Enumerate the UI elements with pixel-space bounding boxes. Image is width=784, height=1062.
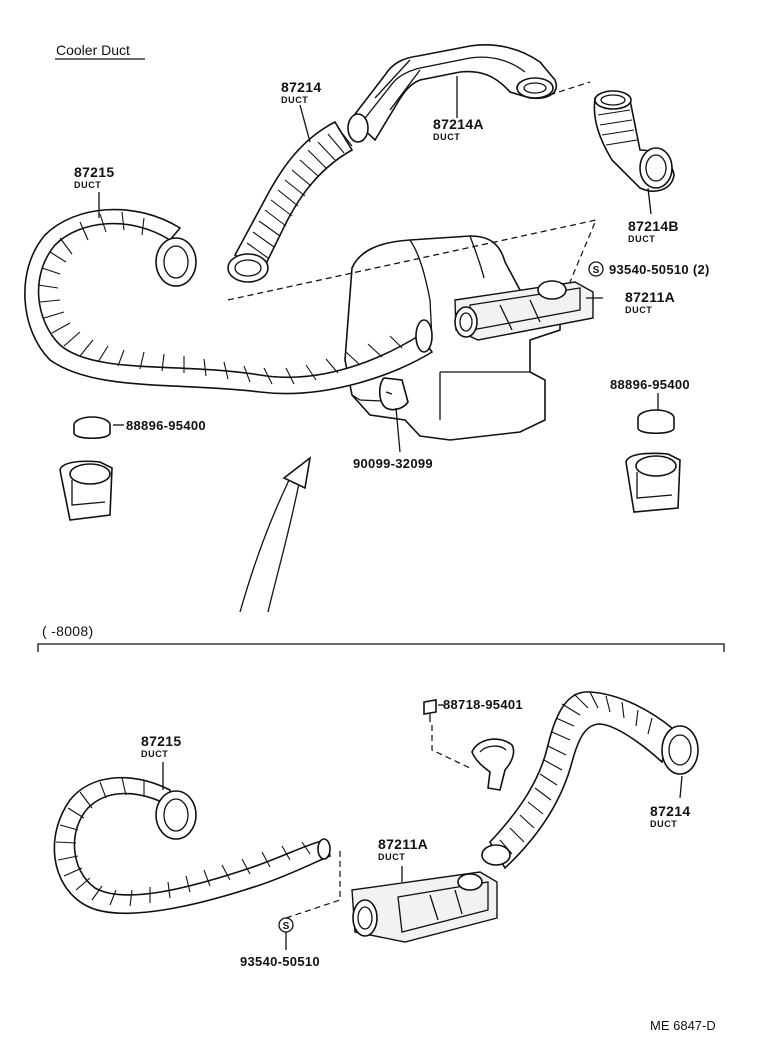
label-87215-bottom-sub: DUCT (141, 749, 168, 759)
range-label: ( -8008) (42, 623, 93, 639)
duct-87214-bottom (481, 691, 699, 870)
dash-87214-87211a (227, 219, 597, 301)
label-87214a: 87214A (433, 116, 484, 132)
clip-88718 (423, 699, 515, 791)
drawing-code: ME 6847-D (650, 1018, 716, 1033)
duct-87211a-top (454, 280, 594, 341)
label-87214b: 87214B (628, 218, 679, 234)
screw-symbol-bottom: S (278, 917, 294, 933)
cap-88896-right (625, 409, 681, 513)
label-87214-bottom-sub: DUCT (650, 819, 677, 829)
heater-unit (344, 235, 561, 441)
leader-87214b (647, 187, 652, 215)
leader-87214 (299, 104, 311, 143)
diagram-title: Cooler Duct (56, 42, 130, 58)
label-87215-bottom: 87215 (141, 733, 181, 749)
section-bracket (37, 643, 725, 652)
duct-87214b (593, 90, 675, 192)
label-87211a-bottom: 87211A (378, 836, 428, 852)
label-87215-top-sub: DUCT (74, 180, 101, 190)
label-87214-top: 87214 (281, 79, 321, 95)
label-87215-top: 87215 (74, 164, 114, 180)
label-87211a-bottom-sub: DUCT (378, 852, 405, 862)
s-symbol-text: S (593, 265, 600, 276)
duct-87214-top (227, 120, 354, 283)
label-87214-bottom: 87214 (650, 803, 690, 819)
reference-arrow (239, 456, 312, 613)
cap-88896-left (59, 416, 113, 521)
label-87211a-top: 87211A (625, 289, 675, 305)
clamp-90099 (378, 377, 409, 411)
screw-symbol-top: S (588, 261, 604, 277)
dash-87214a-87214b (539, 81, 591, 99)
label-93540-top: 93540-50510 (2) (609, 262, 710, 277)
duct-87211a-bottom (351, 871, 498, 943)
s-symbol-bottom-text: S (283, 921, 290, 932)
label-88896-left: 88896-95400 (126, 418, 206, 433)
label-87211a-top-sub: DUCT (625, 305, 652, 315)
label-87214-top-sub: DUCT (281, 95, 308, 105)
duct-87215-bottom (53, 776, 331, 915)
leader-87214-bottom (679, 775, 683, 799)
label-88718: 88718-95401 (443, 697, 523, 712)
label-87214a-sub: DUCT (433, 132, 460, 142)
leader-90099 (395, 407, 401, 453)
label-93540-bottom: 93540-50510 (240, 954, 320, 969)
dash-88718 (431, 725, 471, 769)
label-88896-right: 88896-95400 (610, 377, 690, 392)
label-90099: 90099-32099 (353, 456, 433, 471)
label-87214b-sub: DUCT (628, 234, 655, 244)
duct-87215-top (24, 208, 434, 395)
dash-93540-bottom (285, 850, 341, 919)
